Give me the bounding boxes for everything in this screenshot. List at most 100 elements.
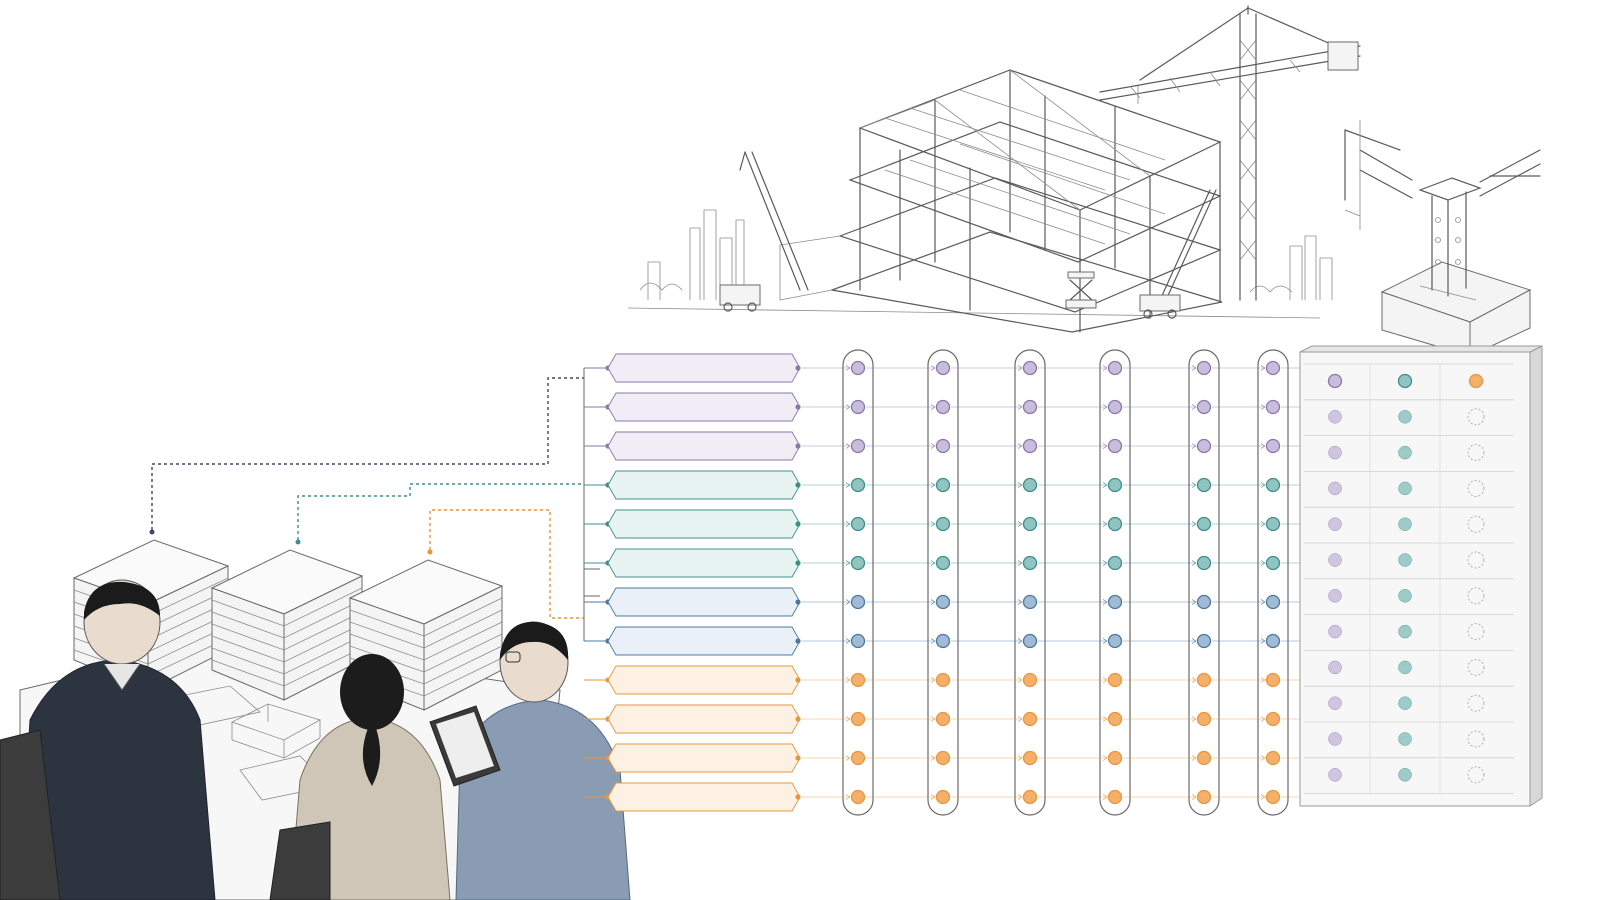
connector-end-purple: [149, 529, 155, 535]
stage-node: [1265, 555, 1281, 571]
row-link-arrow: [930, 560, 936, 566]
stage-node: [1196, 711, 1212, 727]
connector-orange: [429, 509, 584, 619]
summary-dot-empty: [1467, 479, 1485, 497]
row-link-arrow: [1102, 404, 1108, 410]
row-link-arrow: [930, 404, 936, 410]
stage-node: [1196, 633, 1212, 649]
row-link-arrow: [1102, 599, 1108, 605]
row-link-arrow: [1017, 521, 1023, 527]
summary-dot-filled: [1397, 373, 1413, 389]
summary-dot-empty: [1467, 444, 1485, 462]
row-link-arrow: [930, 677, 936, 683]
stage-node: [850, 360, 866, 376]
row-link-arrow: [1017, 599, 1023, 605]
row-link-arrow: [1017, 716, 1023, 722]
stage-node: [1265, 360, 1281, 376]
stage-node: [935, 477, 951, 493]
stage-node: [1022, 711, 1038, 727]
row-label-tag: [607, 587, 801, 617]
stage-node: [1196, 789, 1212, 805]
stage-node: [1196, 516, 1212, 532]
summary-dot-filled: [1398, 696, 1412, 710]
row-tag-end-dot: [795, 599, 801, 605]
row-link-arrow: [1191, 677, 1197, 683]
row-link-arrow: [1191, 560, 1197, 566]
row-label-tag: [607, 743, 801, 773]
stage-node: [935, 555, 951, 571]
stage-node: [850, 555, 866, 571]
stage-node: [1022, 672, 1038, 688]
stage-node: [935, 438, 951, 454]
row-tag-end-dot: [795, 560, 801, 566]
stage-node: [935, 594, 951, 610]
tower-crane: [1099, 5, 1361, 301]
summary-dot-filled: [1398, 445, 1412, 460]
stage-column-2: [927, 349, 959, 816]
summary-dot-filled: [1328, 410, 1342, 424]
row-link-arrow: [845, 365, 851, 371]
row-link-arrow: [930, 755, 936, 761]
row-tag-end-dot: [795, 638, 801, 644]
row-link-arrow: [1260, 482, 1266, 488]
stage-node: [1022, 360, 1038, 376]
stage-node: [935, 360, 951, 376]
stage-node: [1196, 399, 1212, 415]
stage-node: [1022, 555, 1038, 571]
row-label-tag: [607, 431, 801, 461]
connector-purple: [151, 377, 584, 530]
stage-node: [850, 438, 866, 454]
stage-node: [1022, 477, 1038, 493]
summary-grid: [1304, 363, 1514, 794]
row-link-arrow: [930, 716, 936, 722]
stage-node: [935, 399, 951, 415]
row-link-arrow: [1260, 716, 1266, 722]
stage-node: [1022, 750, 1038, 766]
construction-site-illustration: [627, 5, 1361, 333]
stage-column-1: [842, 349, 874, 816]
stage-column-6: [1257, 349, 1289, 816]
summary-dot-filled: [1328, 660, 1342, 675]
summary-dot-filled: [1328, 696, 1342, 710]
row-link-arrow: [1260, 521, 1266, 527]
stage-node: [1265, 477, 1281, 493]
row-label-tag: [607, 392, 801, 422]
row-label-tag: [607, 626, 801, 656]
row-link-arrow: [845, 443, 851, 449]
row-link-arrow: [1260, 794, 1266, 800]
row-link-arrow: [845, 794, 851, 800]
row-link-arrow: [1017, 677, 1023, 683]
row-tag-end-dot: [795, 482, 801, 488]
summary-dot-filled: [1327, 373, 1343, 389]
stage-node: [1196, 360, 1212, 376]
summary-dot-empty: [1467, 515, 1485, 533]
row-link-arrow: [1260, 560, 1266, 566]
summary-dot-filled: [1398, 624, 1412, 639]
summary-dot-filled: [1328, 481, 1342, 496]
source-connectors: [151, 377, 584, 619]
stage-node: [1107, 672, 1123, 688]
row-tag-end-dot: [795, 404, 801, 410]
row-bracket-tick: [584, 568, 600, 597]
row-link-arrow: [1102, 716, 1108, 722]
stage-column-3: [1014, 349, 1046, 816]
stage-node: [1265, 516, 1281, 532]
stage-node: [850, 399, 866, 415]
stage-node: [935, 516, 951, 532]
row-link-arrow: [1191, 443, 1197, 449]
stage-node: [850, 711, 866, 727]
stage-node: [1107, 555, 1123, 571]
row-link-arrow: [845, 716, 851, 722]
row-tag-end-dot: [795, 677, 801, 683]
summary-dot-filled: [1398, 553, 1412, 567]
summary-dot-empty: [1467, 408, 1485, 426]
row-link-arrow: [1191, 365, 1197, 371]
summary-dot-filled: [1398, 410, 1412, 424]
stage-node: [1022, 789, 1038, 805]
row-link-arrow: [1102, 794, 1108, 800]
row-link-arrow: [930, 521, 936, 527]
stage-node: [1265, 399, 1281, 415]
stage-node: [935, 750, 951, 766]
stage-node: [935, 711, 951, 727]
